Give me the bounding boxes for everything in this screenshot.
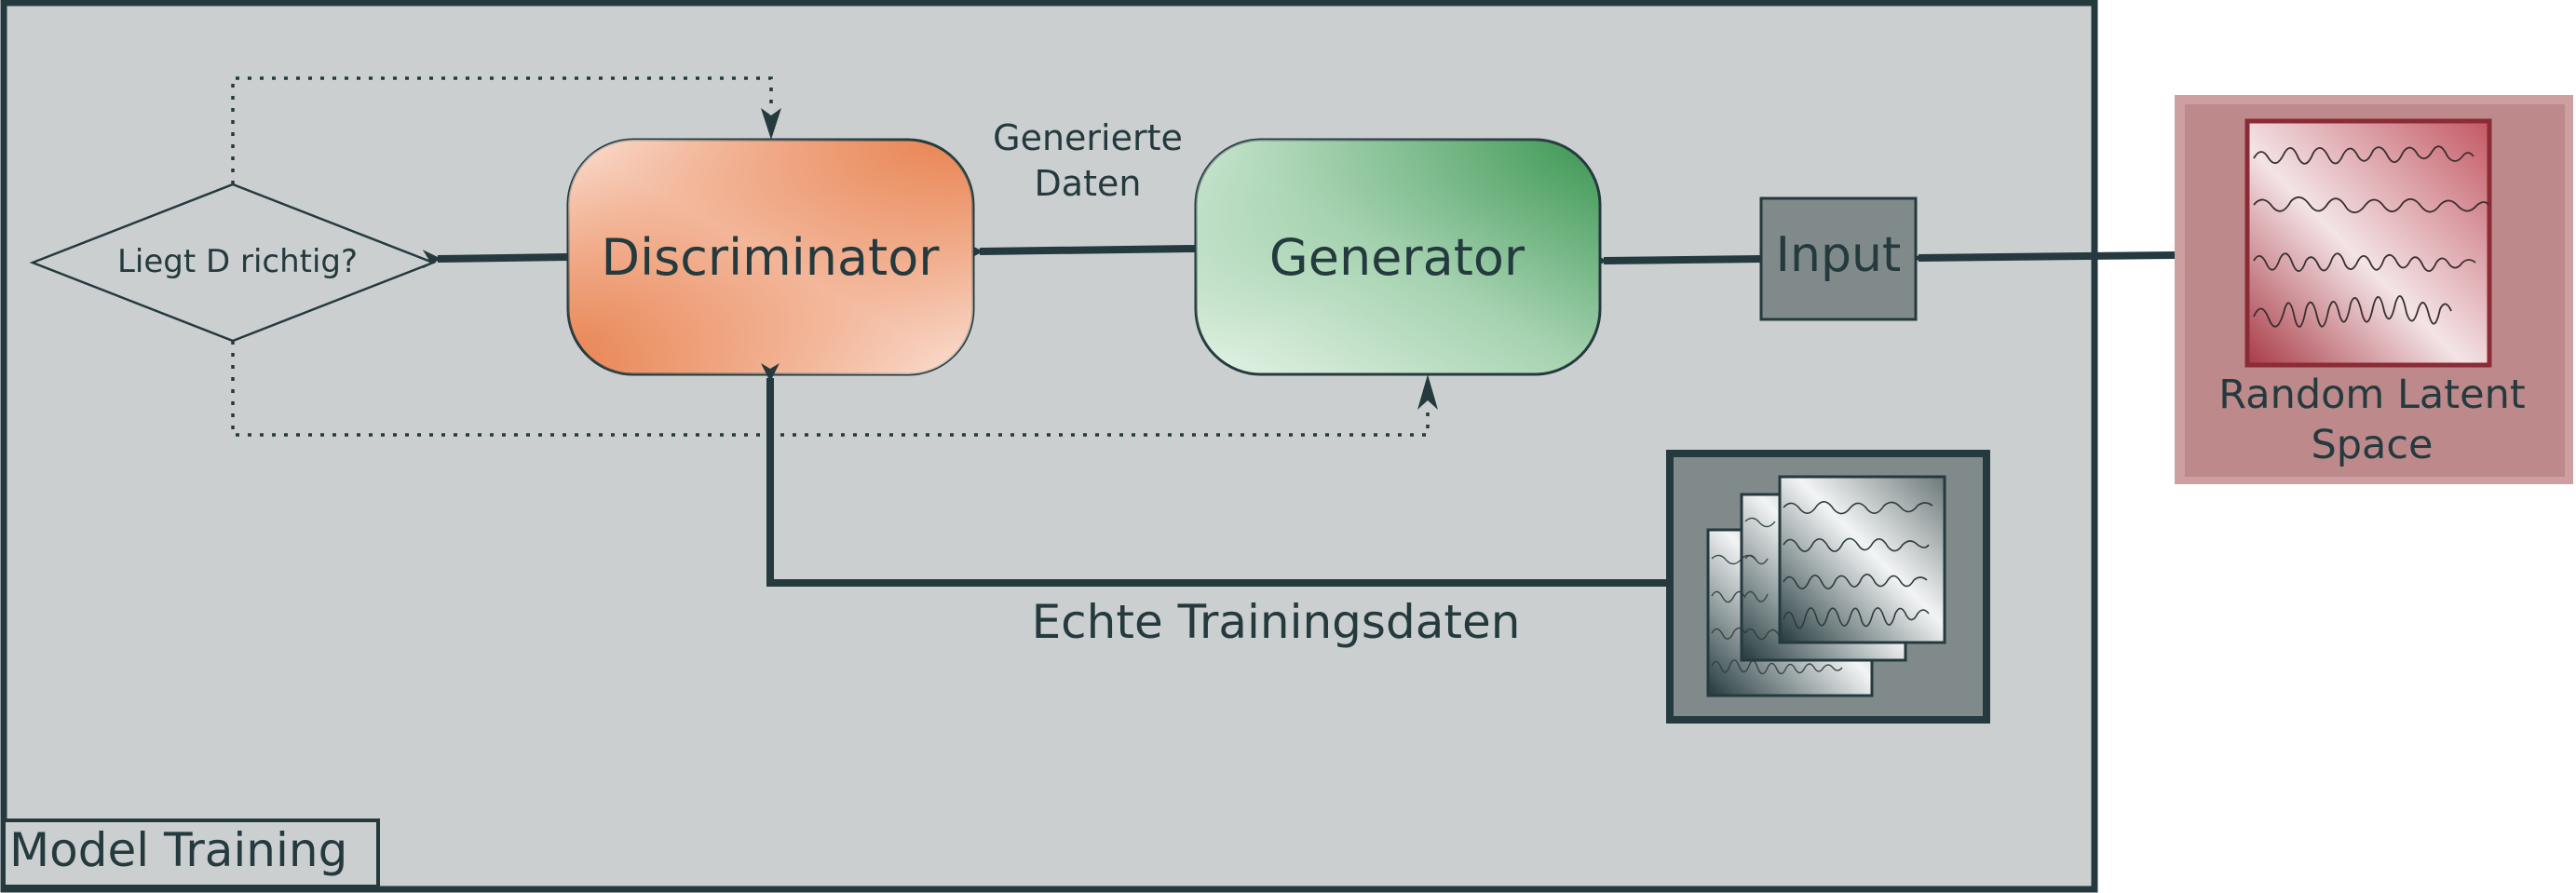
model-training-label: Model Training <box>9 823 347 877</box>
arrow-generator-to-discriminator <box>964 242 1197 262</box>
latent-space-label-line2: Space <box>2311 422 2433 468</box>
model-training-label-box <box>2 819 380 888</box>
generated-data-label-line2: Daten <box>1035 163 1142 204</box>
latent-space-label-line1: Random Latent <box>2218 372 2525 418</box>
arrow-input-to-generator <box>1588 251 1762 271</box>
training-data-stack <box>1706 475 1946 697</box>
arrow-real-data-to-discriminator <box>761 363 1670 587</box>
generated-data-label-line1: Generierte <box>993 117 1183 158</box>
feedback-to-discriminator <box>231 76 773 184</box>
decision-label: Liegt D richtig? <box>117 243 358 280</box>
generator-node-sheen <box>1196 140 1600 374</box>
feedback-to-generator <box>231 341 1430 437</box>
latent-space-noise-image <box>2244 118 2492 368</box>
decision-diamond <box>29 183 437 343</box>
real-training-data-label: Echte Trainingsdaten <box>1032 595 1521 649</box>
generator-node-label: Generator <box>1269 228 1525 287</box>
feedback-to-discriminator-head <box>761 108 781 140</box>
discriminator-node-sheen <box>568 140 973 374</box>
arrow-discriminator-to-decision <box>422 250 569 269</box>
feedback-to-generator-head <box>1417 374 1438 410</box>
latent-noise-waves <box>2253 145 2489 328</box>
input-node-label: Input <box>1776 227 1902 283</box>
model-training-frame <box>0 0 2098 893</box>
arrow-latent-to-input <box>1903 249 2176 268</box>
discriminator-node-label: Discriminator <box>602 228 941 287</box>
